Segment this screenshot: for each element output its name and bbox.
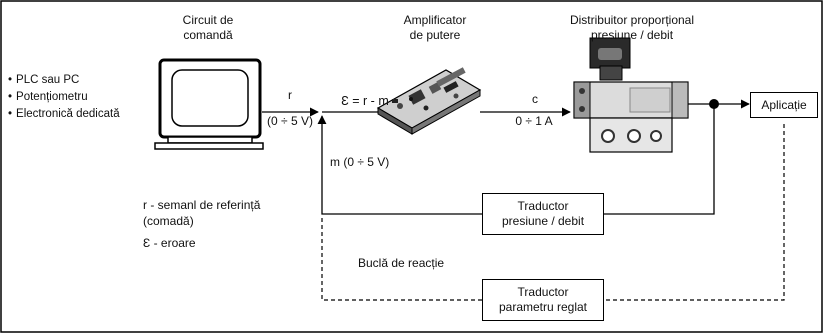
signal-c-range: 0 ÷ 1 A xyxy=(504,114,564,129)
legend-r-desc-2: (comadă) xyxy=(143,214,194,229)
signal-m-label: m (0 ÷ 5 V) xyxy=(330,155,389,170)
source-list: PLC sau PC Potențiometru Electronică ded… xyxy=(8,72,120,123)
application-box: Aplicație xyxy=(750,92,818,118)
valve-icon xyxy=(574,38,688,152)
distributor-title: Distribuitor proporțional presiune / deb… xyxy=(552,13,712,43)
error-equation: Ɛ = r - m xyxy=(330,94,400,109)
source-item: Potențiometru xyxy=(8,89,120,106)
source-item: PLC sau PC xyxy=(8,72,120,89)
transducer-param-box: Traductor parametru reglat xyxy=(482,279,604,321)
feedback-loop-label: Buclă de reacție xyxy=(358,256,444,271)
monitor-icon xyxy=(155,60,263,149)
legend-r-desc: r - semanl de referință xyxy=(143,198,260,213)
signal-r-label: r xyxy=(270,88,310,103)
transducer-pressure-box: Traductor presiune / debit xyxy=(482,193,604,235)
amplifier-title: Amplificator de putere xyxy=(390,13,480,43)
signal-c-label: c xyxy=(520,92,550,107)
circuit-title: Circuit de comandă xyxy=(168,13,248,43)
legend-e-desc: Ɛ - eroare xyxy=(143,236,196,251)
source-item: Electronică dedicată xyxy=(8,106,120,123)
signal-r-range: (0 ÷ 5 V) xyxy=(258,114,322,129)
